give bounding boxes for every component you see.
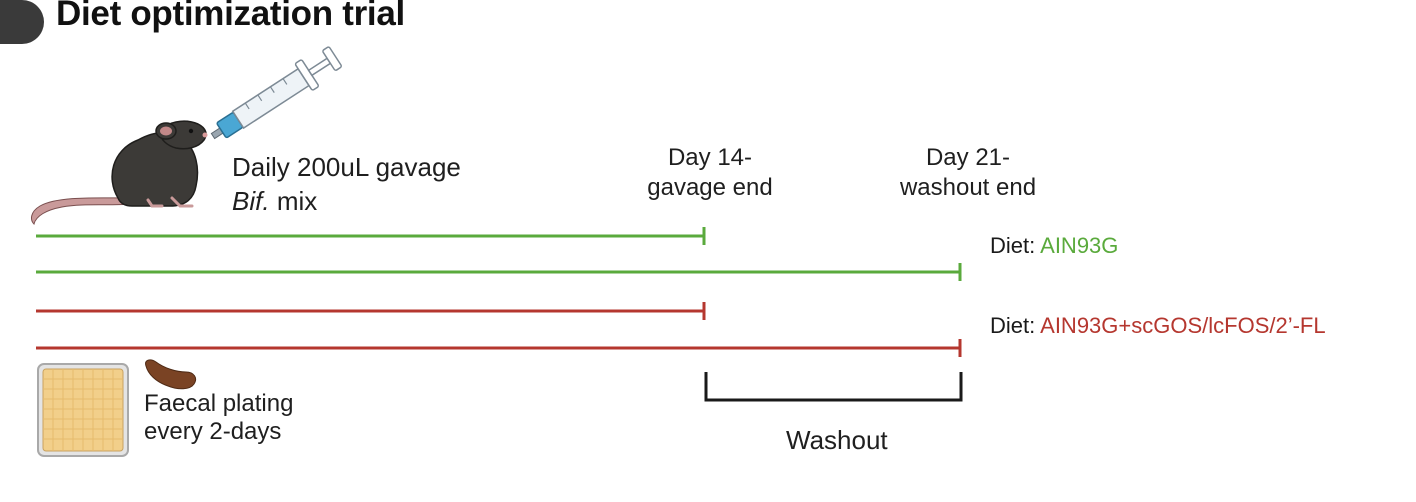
diet-label-prebiotic: Diet: AIN93G+scGOS/lcFOS/2’-FL: [990, 313, 1326, 339]
plating-line2: every 2-days: [144, 418, 282, 445]
day21-line1: Day 21-: [925, 144, 1011, 171]
washout-bracket: [704, 372, 963, 402]
diet-prefix: Diet:: [990, 233, 1041, 258]
diet-prefix: Diet:: [990, 313, 1041, 338]
timeline-red-gavage: [36, 302, 706, 320]
gavage-species: Bif.: [232, 186, 270, 216]
diet-value-control: AIN93G: [1040, 233, 1119, 258]
plating-line1: Faecal plating: [144, 390, 294, 417]
panel-letter-badge: [0, 0, 44, 44]
timeline-red-full: [36, 339, 962, 357]
timeline-green-gavage: [36, 227, 706, 245]
diet-value-prebiotic: AIN93G+scGOS/lcFOS/2’-FL: [1040, 313, 1326, 338]
panel-title: Diet optimization trial: [56, 0, 405, 33]
day21-label: Day 21- washout end: [868, 143, 1068, 203]
day14-line2: gavage end: [647, 174, 773, 201]
timeline-green-full: [36, 263, 962, 281]
gavage-label-line2: Bif. mix: [232, 186, 317, 216]
day14-line1: Day 14-: [667, 144, 753, 171]
diet-label-control: Diet: AIN93G: [990, 233, 1118, 259]
agar-plate-icon: [37, 363, 129, 457]
day21-line2: washout end: [899, 174, 1037, 201]
gavage-mix: mix: [276, 186, 318, 216]
day14-label: Day 14- gavage end: [610, 143, 810, 203]
gavage-label-line1: Daily 200uL gavage: [232, 152, 461, 182]
faeces-icon: [145, 359, 197, 390]
plating-label: Faecal plating every 2-days: [144, 390, 293, 446]
syringe-icon: [210, 46, 342, 140]
mouse-icon: [31, 120, 208, 225]
washout-label: Washout: [786, 425, 888, 455]
